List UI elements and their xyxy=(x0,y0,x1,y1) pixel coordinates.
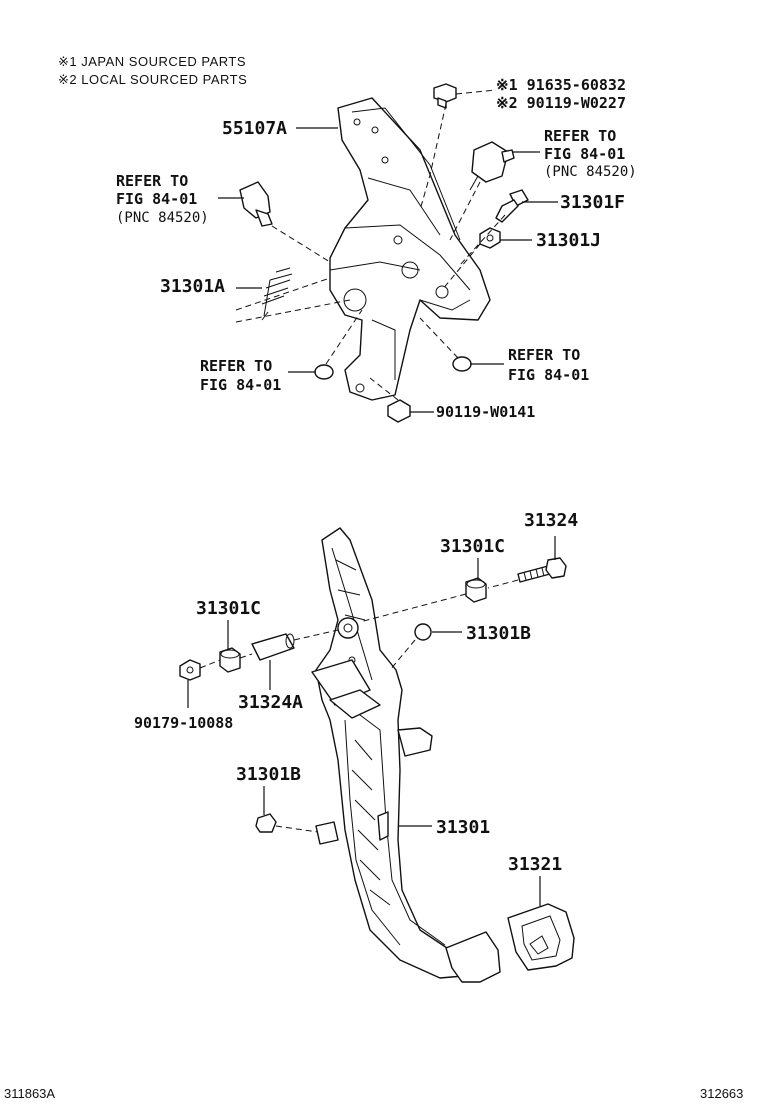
pad-31321 xyxy=(507,903,575,971)
label-31301j: 31301J xyxy=(536,230,602,251)
bolt-top xyxy=(433,83,457,109)
cushion-left xyxy=(255,813,277,833)
bushing-left xyxy=(219,647,241,673)
collar-31324a xyxy=(251,633,295,661)
nut-31301j xyxy=(479,227,501,249)
refer-left-bottom-line1: REFER TO xyxy=(200,357,273,375)
refer-left-top-line1: REFER TO xyxy=(116,172,189,190)
label-bolt-local: ※2 90119-W0227 xyxy=(496,94,626,112)
label-31301b-right: 31301B xyxy=(466,623,532,644)
label-31301b-left: 31301B xyxy=(236,764,302,785)
label-31301c-right: 31301C xyxy=(440,536,506,557)
refer-right-top-line1: REFER TO xyxy=(544,127,617,145)
refer-right-top-line2: FIG 84-01 xyxy=(544,145,626,163)
label-bolt-japan: ※1 91635-60832 xyxy=(496,76,626,94)
footer-right-code: 312663 xyxy=(700,1086,744,1101)
bolt-31301f xyxy=(495,189,529,223)
label-31324: 31324 xyxy=(524,510,579,531)
cushion-right xyxy=(414,623,432,641)
nut-90179 xyxy=(179,659,201,681)
bolt-90119-w0141 xyxy=(387,399,411,423)
label-55107a: 55107A xyxy=(222,118,288,139)
bushing-right xyxy=(465,577,487,603)
label-90179-10088: 90179-10088 xyxy=(134,714,234,732)
pedal-31301 xyxy=(311,527,476,979)
refer-right-bottom-line2: FIG 84-01 xyxy=(508,366,590,384)
label-31301f: 31301F xyxy=(560,192,626,213)
refer-right-bottom-line1: REFER TO xyxy=(508,346,581,364)
label-31301c-left: 31301C xyxy=(196,598,262,619)
refer-left-bottom-line2: FIG 84-01 xyxy=(200,376,282,394)
spring-31301a xyxy=(261,267,293,321)
label-31324a: 31324A xyxy=(238,692,304,713)
refer-left-top-line2: FIG 84-01 xyxy=(116,190,198,208)
switch-right xyxy=(469,141,515,191)
switch-left xyxy=(239,181,273,227)
pedal-pad-end xyxy=(445,931,501,983)
legend-japan: ※1 JAPAN SOURCED PARTS xyxy=(58,54,247,69)
nut-right-bottom xyxy=(452,356,472,372)
label-31301a: 31301A xyxy=(160,276,226,297)
legend-local: ※2 LOCAL SOURCED PARTS xyxy=(58,72,248,87)
label-31321: 31321 xyxy=(508,854,563,875)
label-90119-w0141: 90119-W0141 xyxy=(436,403,536,421)
refer-left-top-line3: (PNC 84520) xyxy=(116,210,209,226)
nut-left-bottom xyxy=(314,364,334,380)
label-31301: 31301 xyxy=(436,817,491,838)
bracket-55107a xyxy=(329,97,491,401)
bolt-31324 xyxy=(517,557,567,583)
refer-right-top-line3: (PNC 84520) xyxy=(544,164,637,180)
footer-left-code: 311863A xyxy=(4,1086,56,1101)
